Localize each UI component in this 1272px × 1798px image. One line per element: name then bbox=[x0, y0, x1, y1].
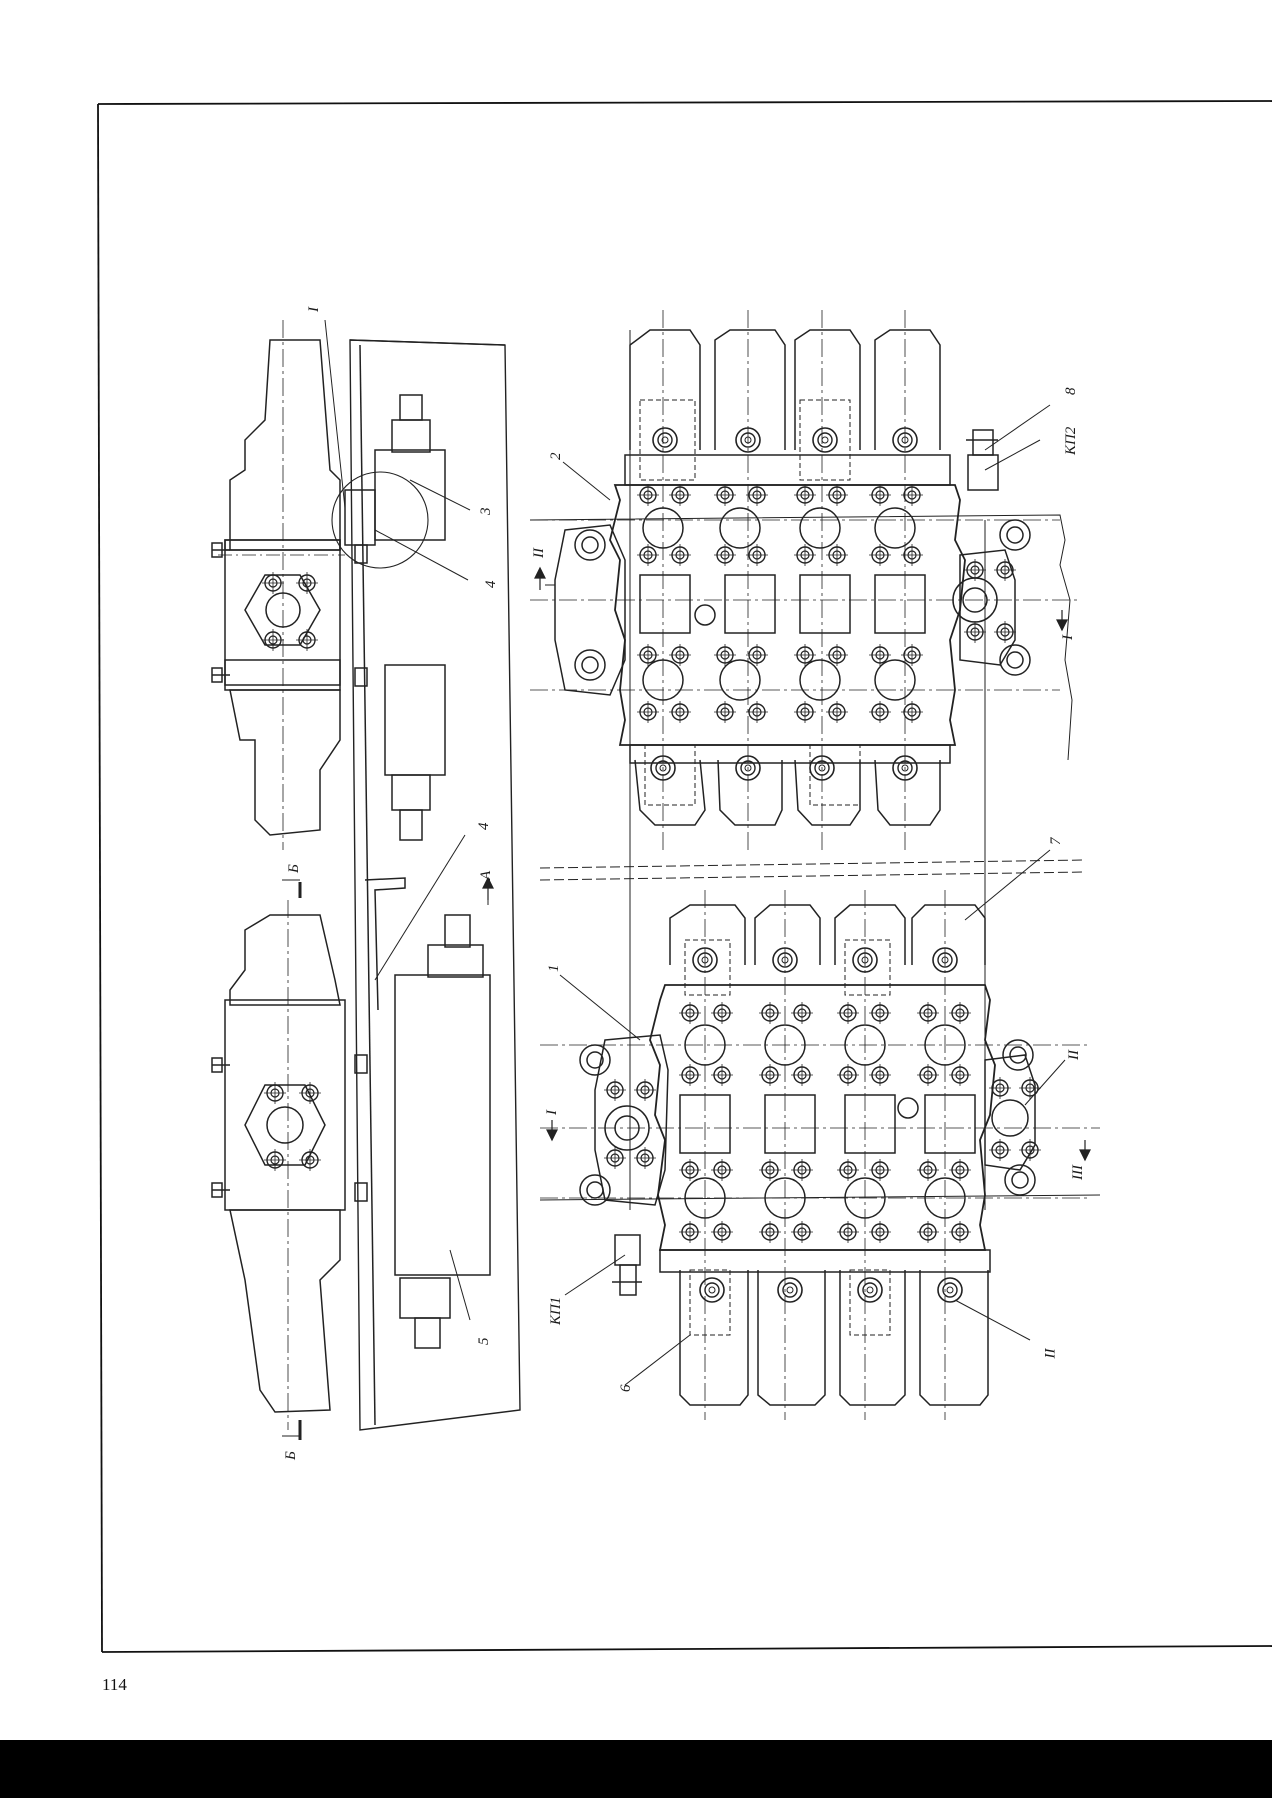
distributor-block-bottom bbox=[579, 904, 1042, 1406]
callout-labels: I 3 4 4 A 5 Б Б 2 8 КП2 II I 7 1 I II II… bbox=[283, 306, 1086, 1461]
label-5: 5 bbox=[476, 1337, 492, 1345]
label-A: A bbox=[478, 870, 494, 881]
side-view-assembly bbox=[211, 320, 521, 1440]
label-4-lower: 4 bbox=[476, 822, 492, 830]
scan-bottom-bar bbox=[0, 1740, 1272, 1798]
label-1-left: I bbox=[306, 306, 322, 313]
page-number: 114 bbox=[102, 1675, 127, 1694]
break-lines bbox=[529, 330, 1101, 1210]
page-frame bbox=[97, 100, 1272, 1653]
leader-lines-left bbox=[324, 319, 471, 1321]
label-1: 1 bbox=[546, 965, 562, 973]
label-KP1: КП1 bbox=[548, 1297, 564, 1326]
label-III: III bbox=[1070, 1164, 1086, 1181]
label-B-top: Б bbox=[286, 864, 302, 874]
centerlines-top bbox=[530, 310, 1080, 850]
centerlines-bottom bbox=[540, 890, 1100, 1420]
label-KP2: КП2 bbox=[1063, 426, 1079, 456]
label-4-upper: 4 bbox=[483, 580, 499, 588]
label-I-top-right: I bbox=[1060, 634, 1076, 641]
label-2: 2 bbox=[548, 452, 564, 460]
label-7: 7 bbox=[1048, 836, 1064, 845]
label-II-bottom-right: II bbox=[1066, 1049, 1082, 1061]
label-I-bottom: I bbox=[544, 1109, 560, 1116]
label-6: 6 bbox=[618, 1384, 634, 1392]
label-8: 8 bbox=[1063, 387, 1079, 395]
leader-lines-right bbox=[545, 404, 1066, 1386]
label-B-bottom: Б bbox=[283, 1451, 299, 1461]
label-II-top: II bbox=[531, 547, 547, 559]
label-II-bottom: II bbox=[1041, 1347, 1057, 1359]
flow-arrows bbox=[482, 566, 1091, 1162]
label-3: 3 bbox=[478, 508, 494, 517]
distributor-block-top bbox=[554, 329, 1031, 826]
